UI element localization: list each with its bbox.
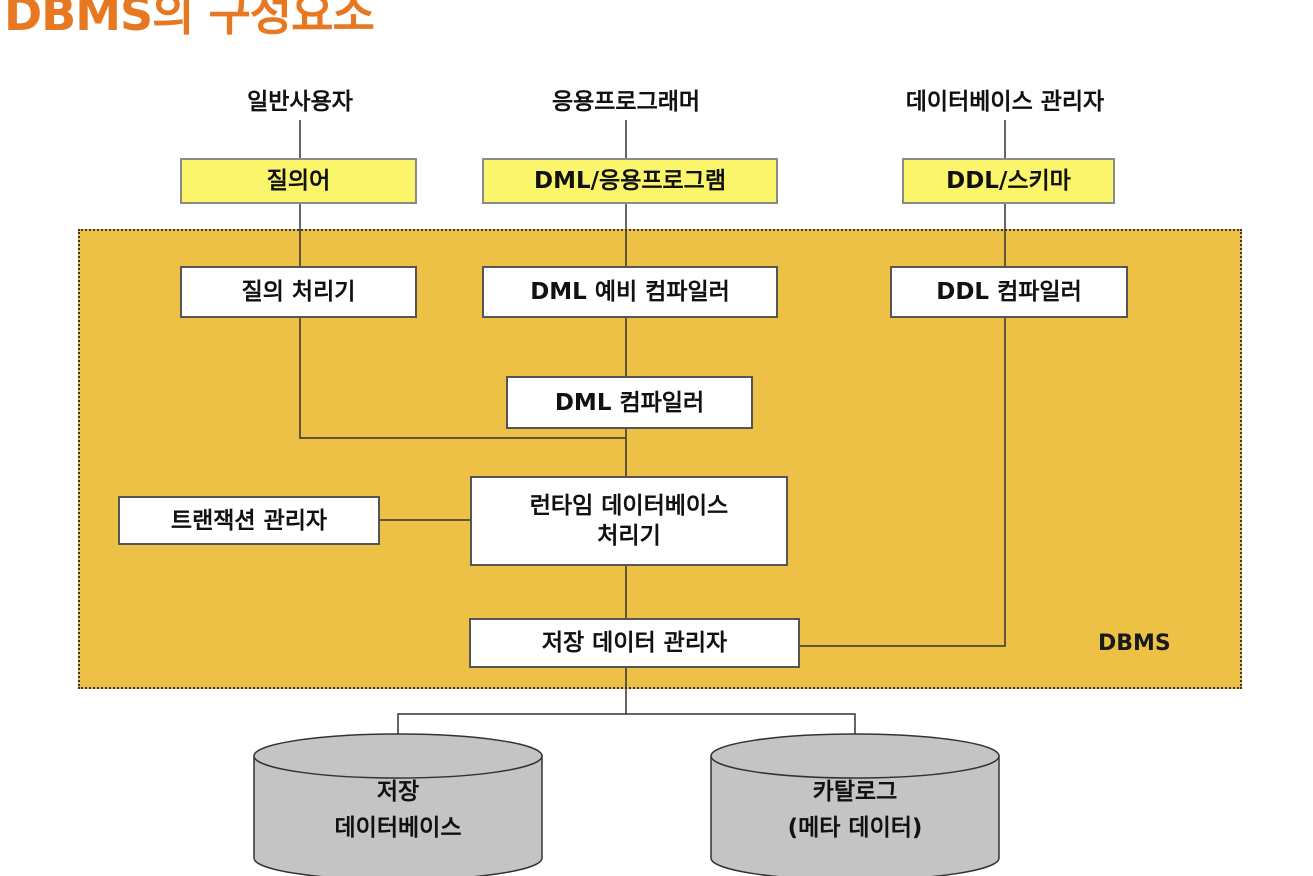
stored-database-line2: 데이터베이스 (334, 815, 462, 841)
ddl-schema-box: DDL/스키마 (902, 158, 1115, 204)
catalog-line2: (메타 데이터) (787, 815, 923, 841)
dml-compiler-box: DML 컴파일러 (506, 376, 753, 429)
user-general: 일반사용자 (247, 89, 353, 115)
catalog-label: 카탈로그 (메타 데이터) (711, 774, 999, 846)
page-title: DBMS의 구성요소 (4, 0, 375, 41)
dml-precompiler-box: DML 예비 컴파일러 (482, 266, 778, 318)
query-language-box: 질의어 (180, 158, 417, 204)
line-ddl-storage-manager (800, 318, 1006, 647)
runtime-db-processor-line2: 처리기 (597, 523, 661, 549)
catalog-cylinder (710, 733, 1000, 876)
stored-database-line1: 저장 (376, 779, 420, 805)
catalog-line1: 카탈로그 (812, 779, 898, 805)
runtime-db-processor-line1: 런타임 데이터베이스 (529, 493, 729, 519)
stored-database-cylinder (253, 733, 543, 876)
ddl-compiler-box: DDL 컴파일러 (890, 266, 1128, 318)
user-dba: 데이터베이스 관리자 (905, 89, 1105, 115)
transaction-manager-box: 트랜잭션 관리자 (118, 496, 380, 545)
stored-data-manager-box: 저장 데이터 관리자 (469, 618, 800, 668)
runtime-db-processor-box: 런타임 데이터베이스 처리기 (470, 476, 788, 566)
line-processor-join (299, 318, 626, 439)
dbms-label: DBMS (1098, 631, 1171, 656)
user-app-programmer: 응용프로그래머 (551, 89, 701, 115)
dml-app-program-box: DML/응용프로그램 (482, 158, 778, 204)
query-processor-box: 질의 처리기 (180, 266, 417, 318)
line-db-branch (397, 713, 856, 738)
stored-database-label: 저장 데이터베이스 (254, 774, 542, 846)
